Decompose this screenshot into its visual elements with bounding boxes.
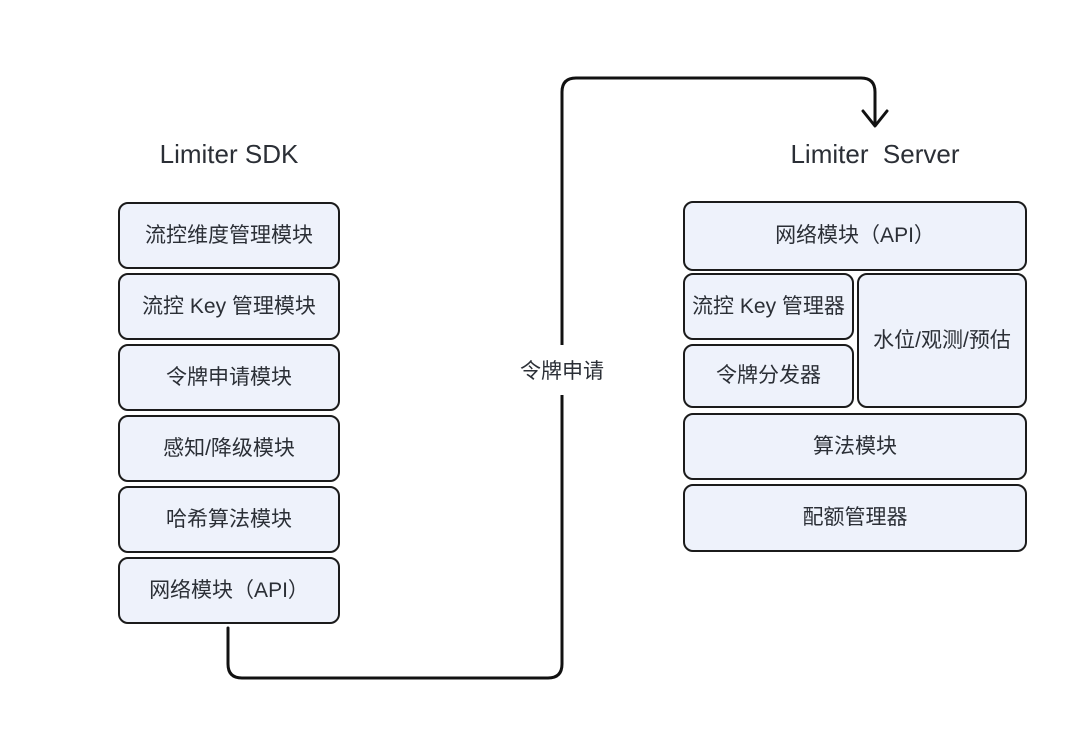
node-token-dispatcher: 令牌分发器 <box>683 344 854 408</box>
node-flow-key-manager-server: 流控 Key 管理器 <box>683 273 854 340</box>
sdk-column-title: Limiter SDK <box>159 139 299 169</box>
node-flow-key-manager-sdk: 流控 Key 管理模块 <box>118 273 340 340</box>
node-algorithm-module: 算法模块 <box>683 413 1027 480</box>
node-flow-dimension-manager: 流控维度管理模块 <box>118 202 340 269</box>
node-token-request-module: 令牌申请模块 <box>118 344 340 411</box>
node-network-module-sdk: 网络模块（API） <box>118 557 340 624</box>
node-network-module-server: 网络模块（API） <box>683 201 1027 271</box>
token-request-arrow-label: 令牌申请 <box>512 345 612 395</box>
node-hash-algorithm-module: 哈希算法模块 <box>118 486 340 553</box>
node-quota-manager: 配额管理器 <box>683 484 1027 552</box>
node-sense-degrade-module: 感知/降级模块 <box>118 415 340 482</box>
token-request-arrowhead-icon <box>861 109 889 128</box>
server-column-title: Limiter Server <box>790 139 960 169</box>
node-watermark-observe-estimate: 水位/观测/预估 <box>857 273 1027 408</box>
